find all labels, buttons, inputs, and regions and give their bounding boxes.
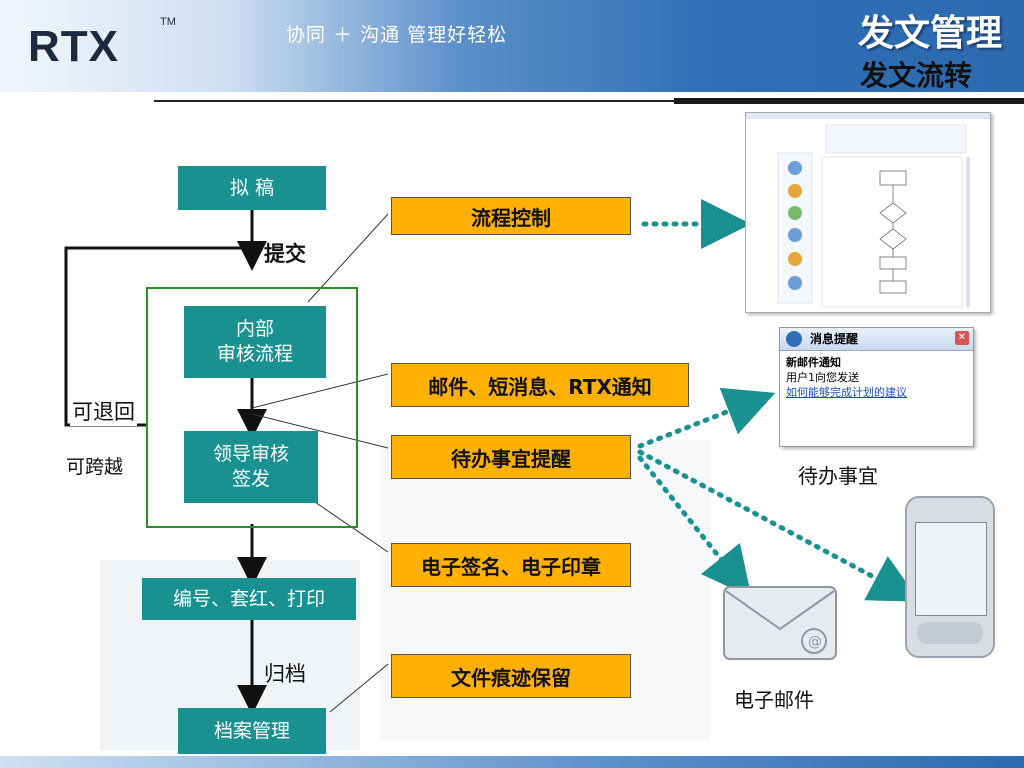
numbering-step[interactable]: 编号、套红、打印 [142,578,356,620]
popup-title: 消息提醒 [810,332,859,346]
process-control-box: 流程控制 [391,197,631,235]
popup-link[interactable]: 如何能够完成计划的建议 [786,386,907,399]
leader-review-step[interactable]: 领导审核 签发 [184,431,318,503]
leader-review-line2: 签发 [231,468,270,490]
email-caption: 电子邮件 [734,688,814,712]
draft-step-label: 拟 稿 [229,176,275,199]
popup-line1: 用户1向您发送 [786,371,859,384]
todo-remind-box: 待办事宜提醒 [391,435,631,479]
internal-review-line1: 内部 [235,318,274,341]
header-divider-thick [674,98,1024,104]
mobile-phone [905,496,995,658]
email-envelope-icon: @ [723,586,837,660]
rtx-logo: RTX [28,22,119,71]
page-subtitle: 发文流转 [859,59,972,92]
archive-step-label: 档案管理 [213,719,290,742]
archive-label: 归档 [264,662,306,686]
popup-heading: 新邮件通知 [786,356,841,369]
trace-box: 文件痕迹保留 [391,654,631,698]
workflow-screenshot [745,112,991,313]
todo-remind-label: 待办事宜提醒 [451,446,571,471]
todo-caption: 待办事宜 [798,464,878,488]
internal-review-step[interactable]: 内部 审核流程 [184,306,326,378]
trace-label: 文件痕迹保留 [451,665,571,690]
leader-review-line1: 领导审核 [212,443,289,466]
phone-keypad [917,622,983,644]
signature-label: 电子签名、电子印章 [421,554,601,579]
archive-step[interactable]: 档案管理 [178,708,326,754]
phone-screen [915,522,987,616]
header-banner: RTX TM 协同 ＋ 沟通 管理好轻松 发文管理 [0,0,1024,92]
page-title: 发文管理 [857,13,1002,54]
signature-box: 电子签名、电子印章 [391,543,631,587]
numbering-step-label: 编号、套红、打印 [172,587,325,610]
svg-text:@: @ [808,634,822,650]
logo-trademark: TM [160,16,176,28]
slogan: 协同 ＋ 沟通 管理好轻松 [286,24,508,46]
draft-step[interactable]: 拟 稿 [178,166,326,210]
close-icon[interactable]: ✕ [955,331,969,345]
can-return-label: 可退回 [70,396,137,426]
review-group-frame [146,287,358,528]
process-control-label: 流程控制 [471,205,551,230]
message-popup: 消息提醒 ✕ 新邮件通知 用户1向您发送 如何能够完成计划的建议 [779,327,974,447]
notify-box: 邮件、短消息、RTX通知 [391,363,689,407]
popup-titlebar: 消息提醒 ✕ [780,328,973,351]
can-skip-label: 可跨越 [66,456,124,478]
submit-label: 提交 [264,242,306,266]
internal-review-line2: 审核流程 [216,343,293,365]
header-divider [154,100,674,102]
workflow-thumbnail [746,113,990,308]
footer-bar [0,756,1024,768]
popup-icon [786,331,802,347]
notify-label: 邮件、短消息、RTX通知 [428,374,652,399]
